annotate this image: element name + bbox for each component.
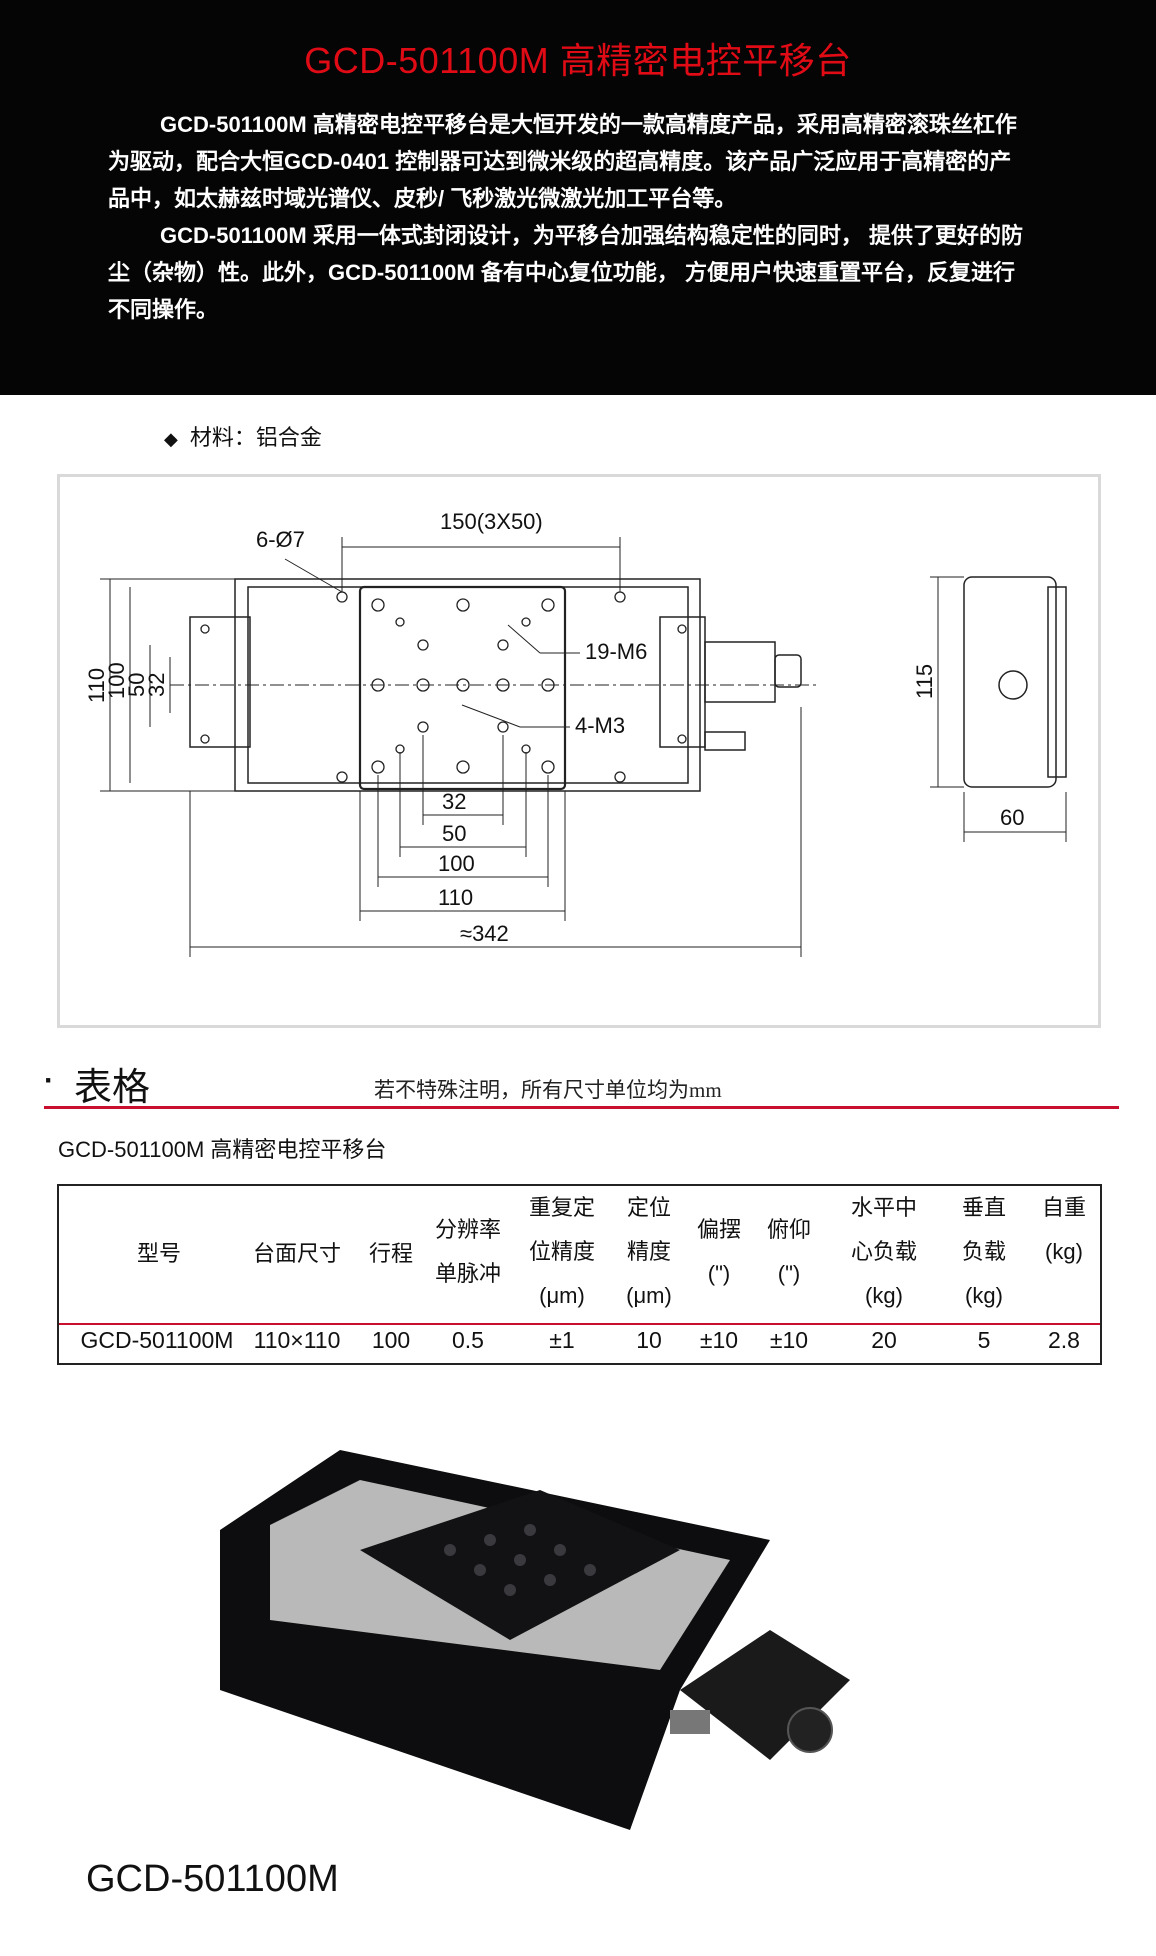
header-pitch: 俯仰(") xyxy=(766,1217,811,1286)
dim-w342: ≈342 xyxy=(460,921,509,946)
carriage-top xyxy=(358,585,567,791)
cell-resolution: 0.5 xyxy=(452,1327,484,1353)
header-resolution: 分辨率单脉冲 xyxy=(434,1217,501,1286)
header-repeatability: 重复定位精度(μm) xyxy=(528,1195,595,1308)
cell-weight: 2.8 xyxy=(1048,1327,1080,1353)
section-heading: · 表格 若不特殊注明，所有尺寸单位均为mm xyxy=(44,1052,1119,1109)
table-row: GCD-501100M 110×110 100 0.5 ±1 10 ±10 ±1… xyxy=(59,1325,1100,1365)
dim-h32: 32 xyxy=(144,673,169,697)
technical-drawing: 150(3X50) 6-Ø7 19-M6 4-M3 32 50 100 110 … xyxy=(57,474,1101,1028)
header-model: 型号 xyxy=(136,1241,181,1266)
stage-end-right xyxy=(659,616,706,748)
side-view-hole xyxy=(998,670,1028,700)
table-title: GCD-501100M 高精密电控平移台 xyxy=(58,1137,387,1162)
knob-icon xyxy=(787,1707,833,1753)
dim-w32: 32 xyxy=(442,789,466,814)
header-horizontal-load: 水平中心负载(kg) xyxy=(850,1195,917,1308)
units-note: 若不特殊注明，所有尺寸单位均为mm xyxy=(374,1078,722,1102)
cell-repeatability: ±1 xyxy=(549,1327,575,1353)
dim-h50: 50 xyxy=(124,673,149,697)
header-vertical-load: 垂直负载(kg) xyxy=(961,1195,1006,1308)
header-travel: 行程 xyxy=(368,1241,413,1266)
header-table-size: 台面尺寸 xyxy=(252,1241,341,1266)
dim-side-w: 60 xyxy=(1000,805,1024,830)
page-title: GCD-501100M 高精密电控平移台 xyxy=(304,40,852,81)
section-title: 表格 xyxy=(74,1067,151,1109)
material-text: 材料：铝合金 xyxy=(189,425,322,450)
cell-yaw: ±10 xyxy=(699,1327,739,1353)
motor-knob xyxy=(774,654,802,688)
drawing-svg: 150(3X50) 6-Ø7 19-M6 4-M3 32 50 100 110 … xyxy=(84,509,1067,957)
intro-paragraph-2: GCD-501100M 采用一体式封闭设计，为平移台加强结构稳定性的同时， 提供… xyxy=(108,223,1023,322)
dim-holes: 6-Ø7 xyxy=(256,527,305,552)
header-accuracy: 定位精度(μm) xyxy=(626,1195,672,1308)
section-dot: · xyxy=(44,1064,54,1097)
side-view-flange xyxy=(1047,586,1067,778)
motor-body xyxy=(704,641,776,703)
dim-h110: 110 xyxy=(84,668,109,703)
dim-side-h: 115 xyxy=(912,664,937,699)
carriage-holes xyxy=(200,591,687,783)
cell-model: GCD-501100M xyxy=(80,1327,234,1353)
header-banner: GCD-501100M 高精密电控平移台 GCD-501100M 高精密电控平移… xyxy=(0,0,1156,395)
cell-vertical-load: 5 xyxy=(977,1327,991,1353)
header-weight: 自重(kg) xyxy=(1041,1195,1086,1264)
header-divider xyxy=(59,1323,1100,1325)
cell-pitch: ±10 xyxy=(769,1327,809,1353)
intro-paragraph-1: GCD-501100M 高精密电控平移台是大恒开发的一款高精度产品，采用高精密滚… xyxy=(108,112,1017,211)
diamond-bullet-icon: ◆ xyxy=(164,429,178,449)
intro-text: GCD-501100M 高精密电控平移台是大恒开发的一款高精度产品，采用高精密滚… xyxy=(108,106,1028,328)
dim-m3: 4-M3 xyxy=(575,713,625,738)
side-view-body xyxy=(963,576,1057,788)
spec-table: 型号 台面尺寸 行程 分辨率单脉冲 重复定位精度(μm) 定位精度(μm) 偏摆… xyxy=(57,1184,1102,1365)
cell-horizontal-load: 20 xyxy=(871,1327,897,1353)
dim-w50: 50 xyxy=(442,821,466,846)
stage-end-left xyxy=(189,616,251,748)
cell-travel: 100 xyxy=(371,1327,411,1353)
photo-caption: GCD-501100M xyxy=(86,1858,339,1900)
dim-pitch: 150(3X50) xyxy=(440,509,543,534)
header-yaw: 偏摆(") xyxy=(696,1217,741,1286)
cell-size: 110×110 xyxy=(253,1327,341,1353)
dim-m6: 19-M6 xyxy=(585,639,647,664)
dim-w100: 100 xyxy=(438,851,475,876)
connector xyxy=(704,731,746,751)
product-photo xyxy=(220,1450,850,1830)
dim-w110: 110 xyxy=(438,885,473,910)
dim-h100: 100 xyxy=(104,662,129,699)
motor-housing xyxy=(680,1630,850,1760)
cell-accuracy: 10 xyxy=(636,1327,662,1353)
material-line: ◆ 材料：铝合金 xyxy=(164,420,322,452)
connector-icon xyxy=(670,1710,710,1734)
